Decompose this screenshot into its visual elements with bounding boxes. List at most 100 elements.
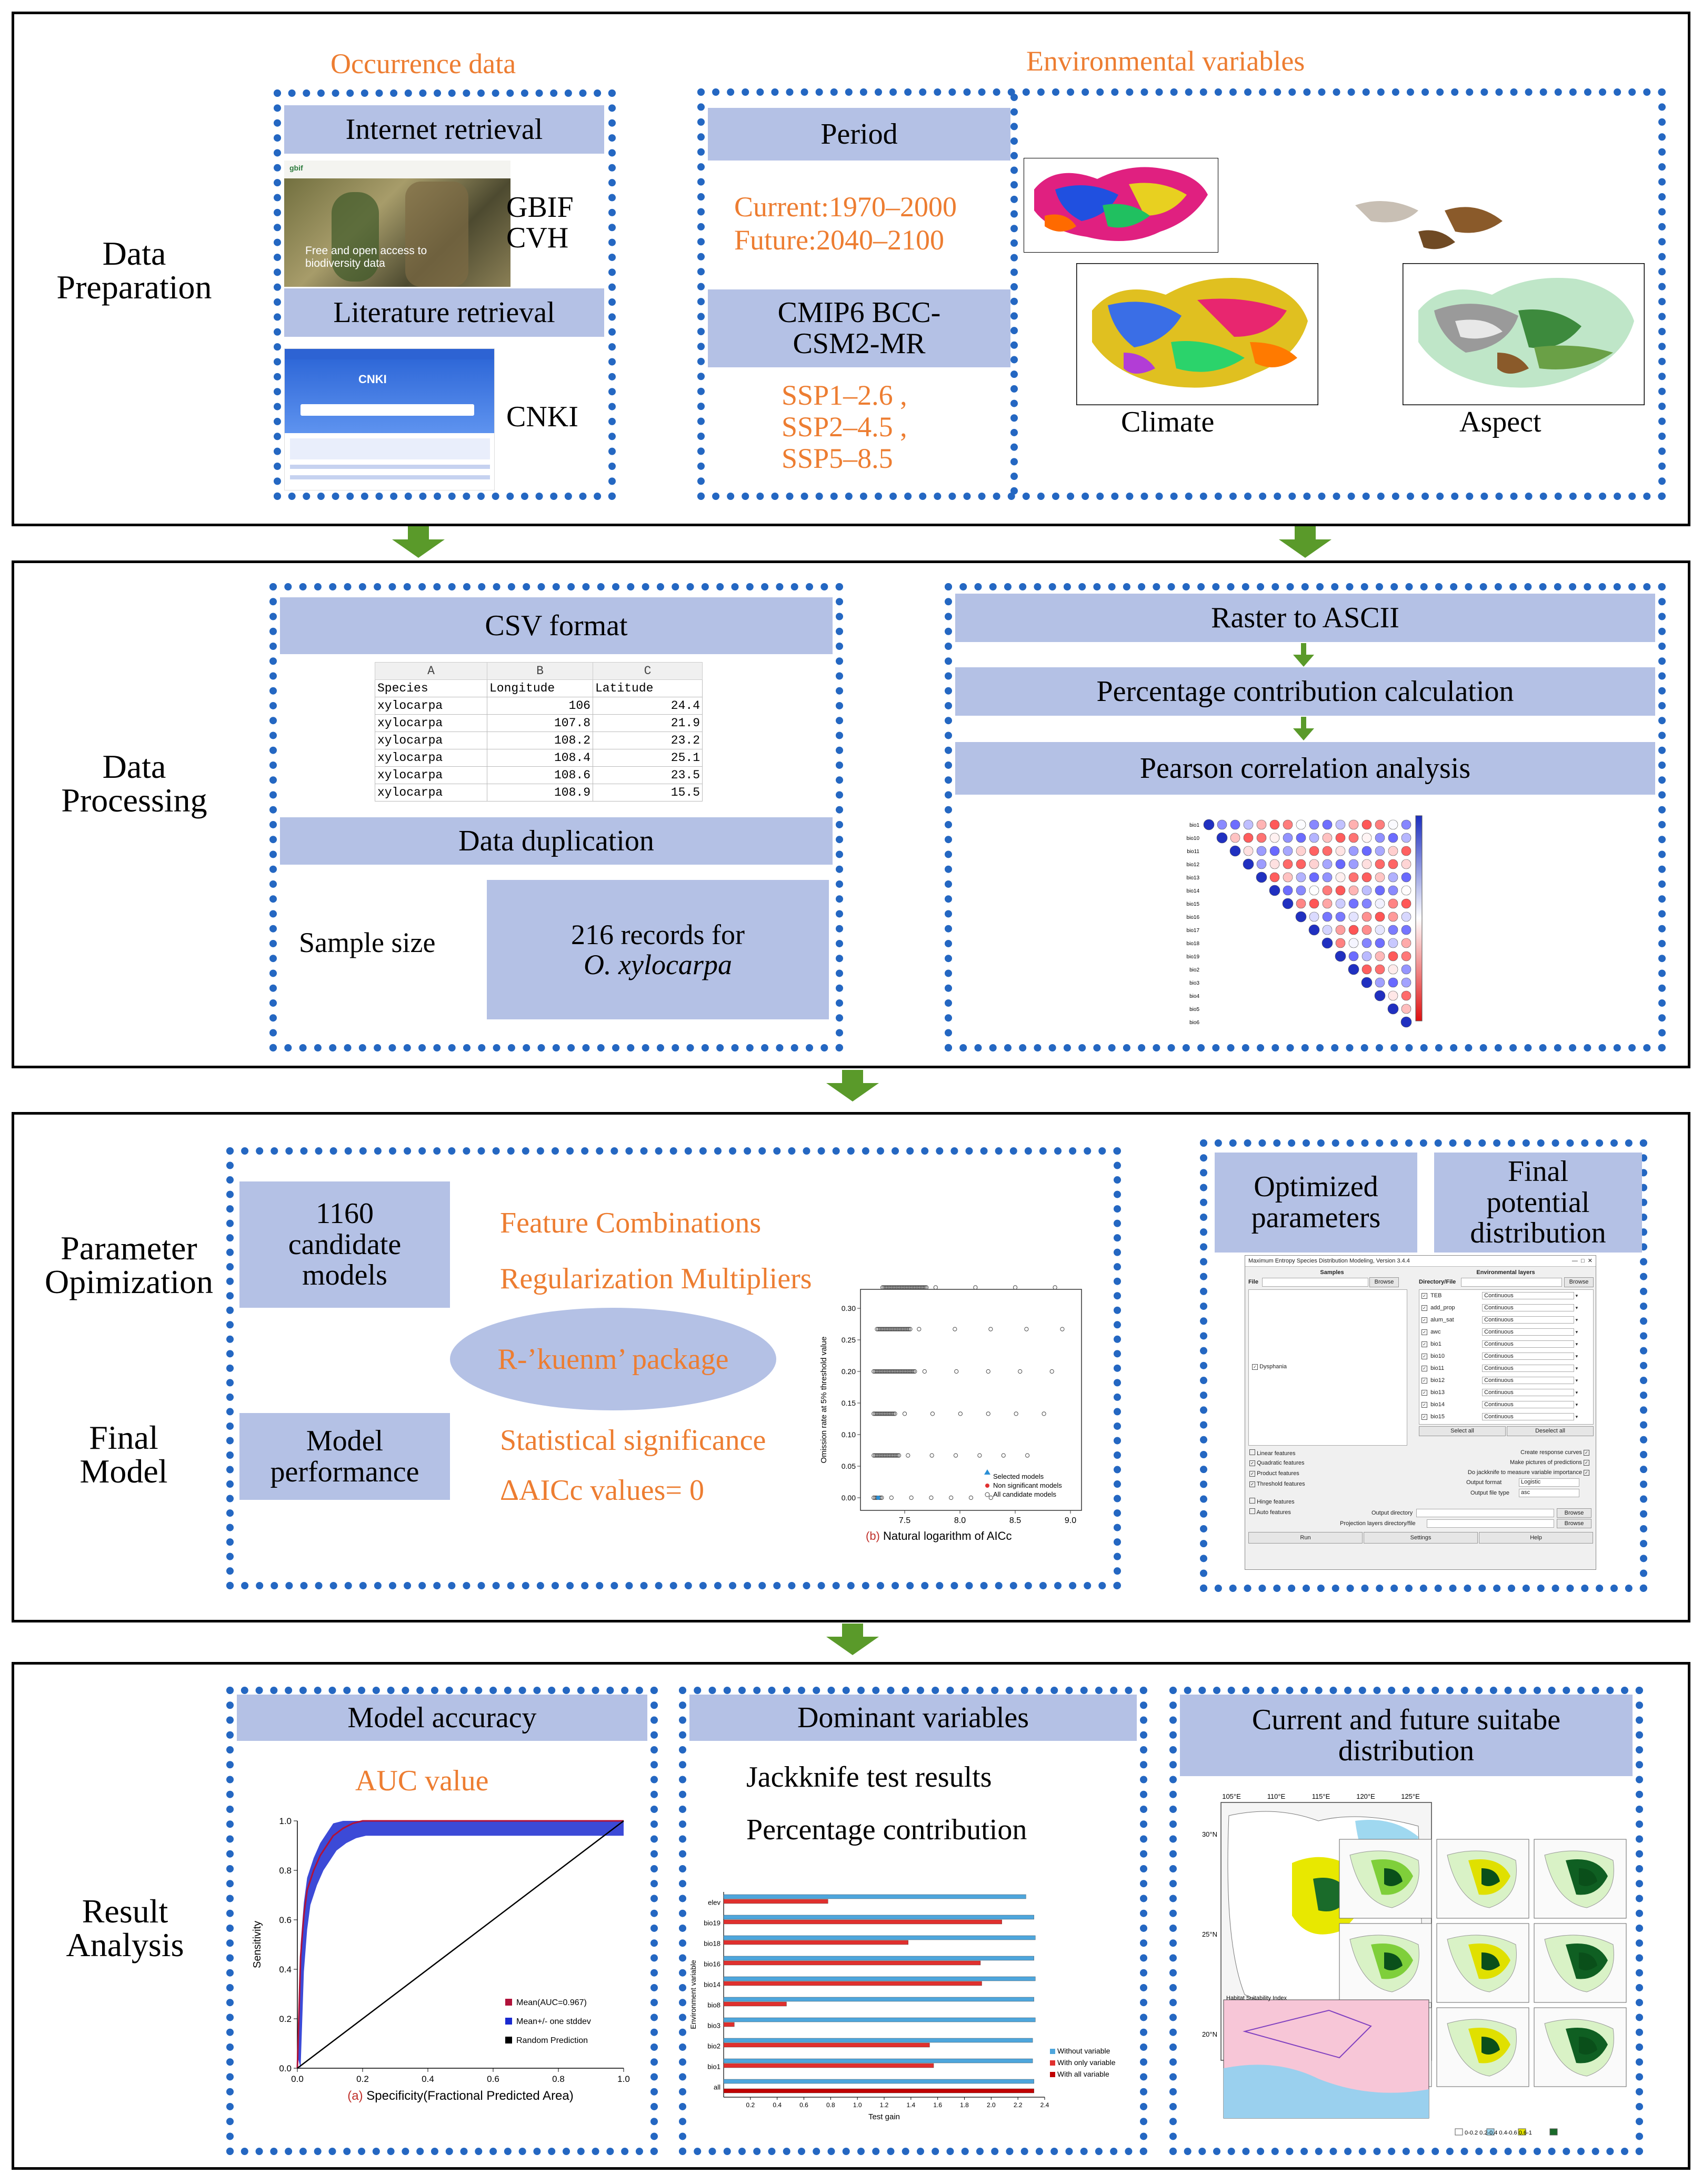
maxent-run-button[interactable]: Run: [1248, 1532, 1363, 1544]
roc-x-tick-label: 1.0: [617, 2074, 630, 2084]
maxent-layer-type[interactable]: Continuous: [1482, 1377, 1575, 1384]
corr-cell: [1361, 872, 1372, 883]
maxent-output-format-select[interactable]: Logistic: [1519, 1478, 1579, 1487]
maxent-file-type-select[interactable]: asc: [1519, 1489, 1579, 1497]
map-lon-label: 125°E: [1401, 1792, 1420, 1800]
maxent-feature-checkbox[interactable]: Auto features: [1249, 1508, 1291, 1516]
maxent-option-label: Hinge features: [1257, 1499, 1295, 1505]
maxent-layer-row[interactable]: ✓ bio14 Continuous ▾: [1421, 1401, 1579, 1411]
model-point: [988, 1327, 993, 1331]
percentage-contribution-text: Percentage contribution: [746, 1814, 1027, 1846]
maxent-file-browse[interactable]: Browse: [1369, 1277, 1399, 1287]
corr-cell: [1322, 872, 1333, 883]
maxent-option-label: Product features: [1257, 1470, 1299, 1477]
y-tick-label: 0.15: [842, 1399, 856, 1407]
corr-cell: [1243, 858, 1254, 870]
maxent-layer-type[interactable]: Continuous: [1482, 1353, 1575, 1360]
corr-cell: [1388, 964, 1398, 975]
table-cell: 24.4: [593, 697, 703, 715]
maxent-dir-input[interactable]: [1461, 1278, 1562, 1287]
maxent-output-checkbox[interactable]: Make pictures of predictions ✓: [1510, 1459, 1589, 1466]
maxent-output-checkbox[interactable]: Create response curves ✓: [1520, 1449, 1589, 1456]
maxent-layer-row[interactable]: ✓ bio11 Continuous ▾: [1421, 1365, 1579, 1375]
maxent-layer-row[interactable]: ✓ add_prop Continuous ▾: [1421, 1304, 1579, 1315]
maxent-layer-row[interactable]: ✓ bio10 Continuous ▾: [1421, 1353, 1579, 1363]
model-point: [1053, 1285, 1057, 1290]
maxent-output-browse[interactable]: Browse: [1557, 1508, 1591, 1518]
jk-category-label: bio16: [704, 1960, 720, 1968]
records-box: 216 records for O. xylocarpa: [487, 880, 829, 1019]
maxent-feature-checkbox[interactable]: ✓ Product features: [1249, 1470, 1299, 1477]
maxent-projection-browse[interactable]: Browse: [1557, 1519, 1591, 1528]
corr-cell: [1296, 859, 1306, 869]
maxent-file-input[interactable]: [1262, 1278, 1368, 1287]
maxent-layer-name: bio12: [1430, 1377, 1445, 1384]
species-name: O. xylocarpa: [584, 948, 732, 980]
maxent-layer-row[interactable]: ✓ bio12 Continuous ▾: [1421, 1377, 1579, 1387]
cmip6-model-bar: CMIP6 BCC-CSM2-MR: [708, 289, 1010, 367]
table-cell: 108.2: [487, 732, 593, 749]
map-legend-swatch: [1486, 2128, 1495, 2136]
maxent-dir-browse[interactable]: Browse: [1564, 1277, 1594, 1287]
maxent-deselect-all-button[interactable]: Deselect all: [1507, 1426, 1594, 1436]
jk-x-tick-label: 1.0: [853, 2101, 862, 2109]
maxent-output-dir-input[interactable]: [1416, 1509, 1554, 1517]
maxent-feature-checkbox[interactable]: ✓ Threshold features: [1249, 1481, 1305, 1487]
corr-cell: [1401, 990, 1411, 1001]
model-point: [933, 1285, 938, 1290]
maxent-projection-input[interactable]: [1427, 1519, 1554, 1528]
maxent-select-all-button[interactable]: Select all: [1419, 1426, 1506, 1436]
roc-x-tick-label: 0.6: [487, 2074, 499, 2084]
jk-bar: [723, 1899, 828, 1904]
maxent-layer-list[interactable]: ✓ TEB Continuous ▾✓ add_prop Continuous …: [1419, 1289, 1594, 1425]
maxent-layer-row[interactable]: ✓ awc Continuous ▾: [1421, 1328, 1579, 1339]
maxent-layer-type[interactable]: Continuous: [1482, 1304, 1575, 1311]
future-map-core: [1481, 2037, 1500, 2055]
corr-cell: [1401, 859, 1411, 869]
climate-map-back: [1024, 158, 1218, 253]
maxent-feature-checkbox[interactable]: Hinge features: [1249, 1498, 1295, 1505]
model-point: [949, 1495, 954, 1500]
maxent-output-checkbox[interactable]: Do jackknife to measure variable importa…: [1468, 1469, 1589, 1476]
corr-cell: [1243, 819, 1254, 830]
cnki-label: CNKI: [506, 400, 578, 433]
jk-bar: [723, 1940, 908, 1945]
maxent-species-list[interactable]: ✓ Dysphania: [1248, 1289, 1407, 1446]
y-tick-label: 0.10: [842, 1430, 856, 1439]
corr-cell: [1335, 925, 1346, 935]
corr-cell: [1322, 846, 1333, 856]
maxent-feature-checkbox[interactable]: Linear features: [1249, 1449, 1295, 1457]
corr-cell: [1282, 898, 1294, 909]
maxent-layer-row[interactable]: ✓ bio13 Continuous ▾: [1421, 1389, 1579, 1399]
maxent-layer-type[interactable]: Continuous: [1482, 1401, 1575, 1408]
corr-cell: [1321, 937, 1333, 949]
maxent-layer-type[interactable]: Continuous: [1482, 1316, 1575, 1324]
corr-cell: [1269, 833, 1280, 843]
maxent-settings-button[interactable]: Settings: [1364, 1532, 1478, 1544]
jk-legend-label: Without variable: [1057, 2047, 1110, 2055]
maxent-layer-type[interactable]: Continuous: [1482, 1328, 1575, 1336]
maxent-layer-type[interactable]: Continuous: [1482, 1340, 1575, 1348]
corr-cell: [1388, 951, 1398, 961]
model-point: [889, 1495, 894, 1500]
corr-cell: [1348, 898, 1359, 909]
corr-cell: [1203, 819, 1215, 830]
maxent-layer-type[interactable]: Continuous: [1482, 1413, 1575, 1420]
maxent-layer-row[interactable]: ✓ alum_sat Continuous ▾: [1421, 1316, 1579, 1327]
maxent-help-button[interactable]: Help: [1479, 1532, 1593, 1544]
table-col-b: B: [487, 662, 593, 680]
model-point: [891, 1411, 896, 1416]
corr-cell: [1361, 964, 1372, 975]
maxent-layer-type[interactable]: Continuous: [1482, 1389, 1575, 1396]
maxent-layer-row[interactable]: ✓ bio15 Continuous ▾: [1421, 1413, 1579, 1424]
jk-x-tick-label: 1.6: [933, 2101, 942, 2109]
maxent-layer-row[interactable]: ✓ bio1 Continuous ▾: [1421, 1340, 1579, 1351]
maxent-layer-type[interactable]: Continuous: [1482, 1292, 1575, 1299]
corr-cell: [1283, 859, 1293, 869]
jk-legend-label: With all variable: [1057, 2070, 1109, 2078]
maxent-layer-row[interactable]: ✓ TEB Continuous ▾: [1421, 1292, 1579, 1303]
maxent-layer-type[interactable]: Continuous: [1482, 1365, 1575, 1372]
maxent-feature-checkbox[interactable]: ✓ Quadratic features: [1249, 1460, 1305, 1466]
